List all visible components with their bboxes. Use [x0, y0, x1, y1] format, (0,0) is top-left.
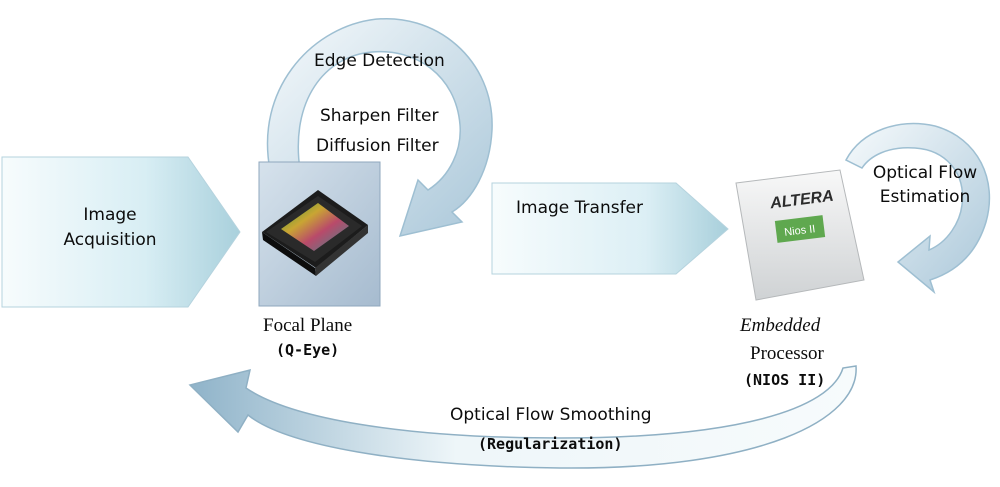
image-acquisition-label: Image Acquisition: [40, 207, 180, 249]
optical-flow-estimation-label: Optical Flow Estimation: [855, 165, 995, 206]
optical-flow-estimation-line2: Estimation: [879, 187, 971, 207]
regularization-label: (Regularization): [478, 435, 623, 453]
q-eye-label: (Q-Eye): [276, 341, 340, 359]
nios-ii-label: (NIOS II): [744, 371, 826, 389]
image-transfer-arrow: [491, 182, 729, 275]
diffusion-filter-label: Diffusion Filter: [316, 136, 439, 156]
filter-loop-arrow: [266, 18, 493, 238]
sharpen-filter-label: Sharpen Filter: [320, 106, 439, 126]
embedded-label: Embedded: [740, 315, 821, 336]
image-acquisition-line1: Image: [83, 205, 137, 225]
processor-label: Processor: [750, 343, 824, 364]
chip-model-text: Nios II: [784, 223, 816, 239]
focal-plane-label: Focal Plane: [263, 315, 353, 336]
image-transfer-label: Image Transfer: [516, 198, 644, 218]
image-acquisition-line2: Acquisition: [63, 230, 157, 250]
image-sensor-chip-icon: [258, 161, 381, 307]
edge-detection-label: Edge Detection: [314, 51, 445, 71]
optical-flow-estimation-line1: Optical Flow: [872, 163, 978, 183]
smoothing-return-arrow: [188, 365, 857, 469]
image-acquisition-arrow: [1, 156, 241, 308]
altera-processor-chip-icon: ALTERA Nios II: [735, 169, 865, 301]
flow-estimation-loop-arrow: [844, 122, 991, 295]
optical-flow-smoothing-label: Optical Flow Smoothing: [450, 405, 652, 425]
